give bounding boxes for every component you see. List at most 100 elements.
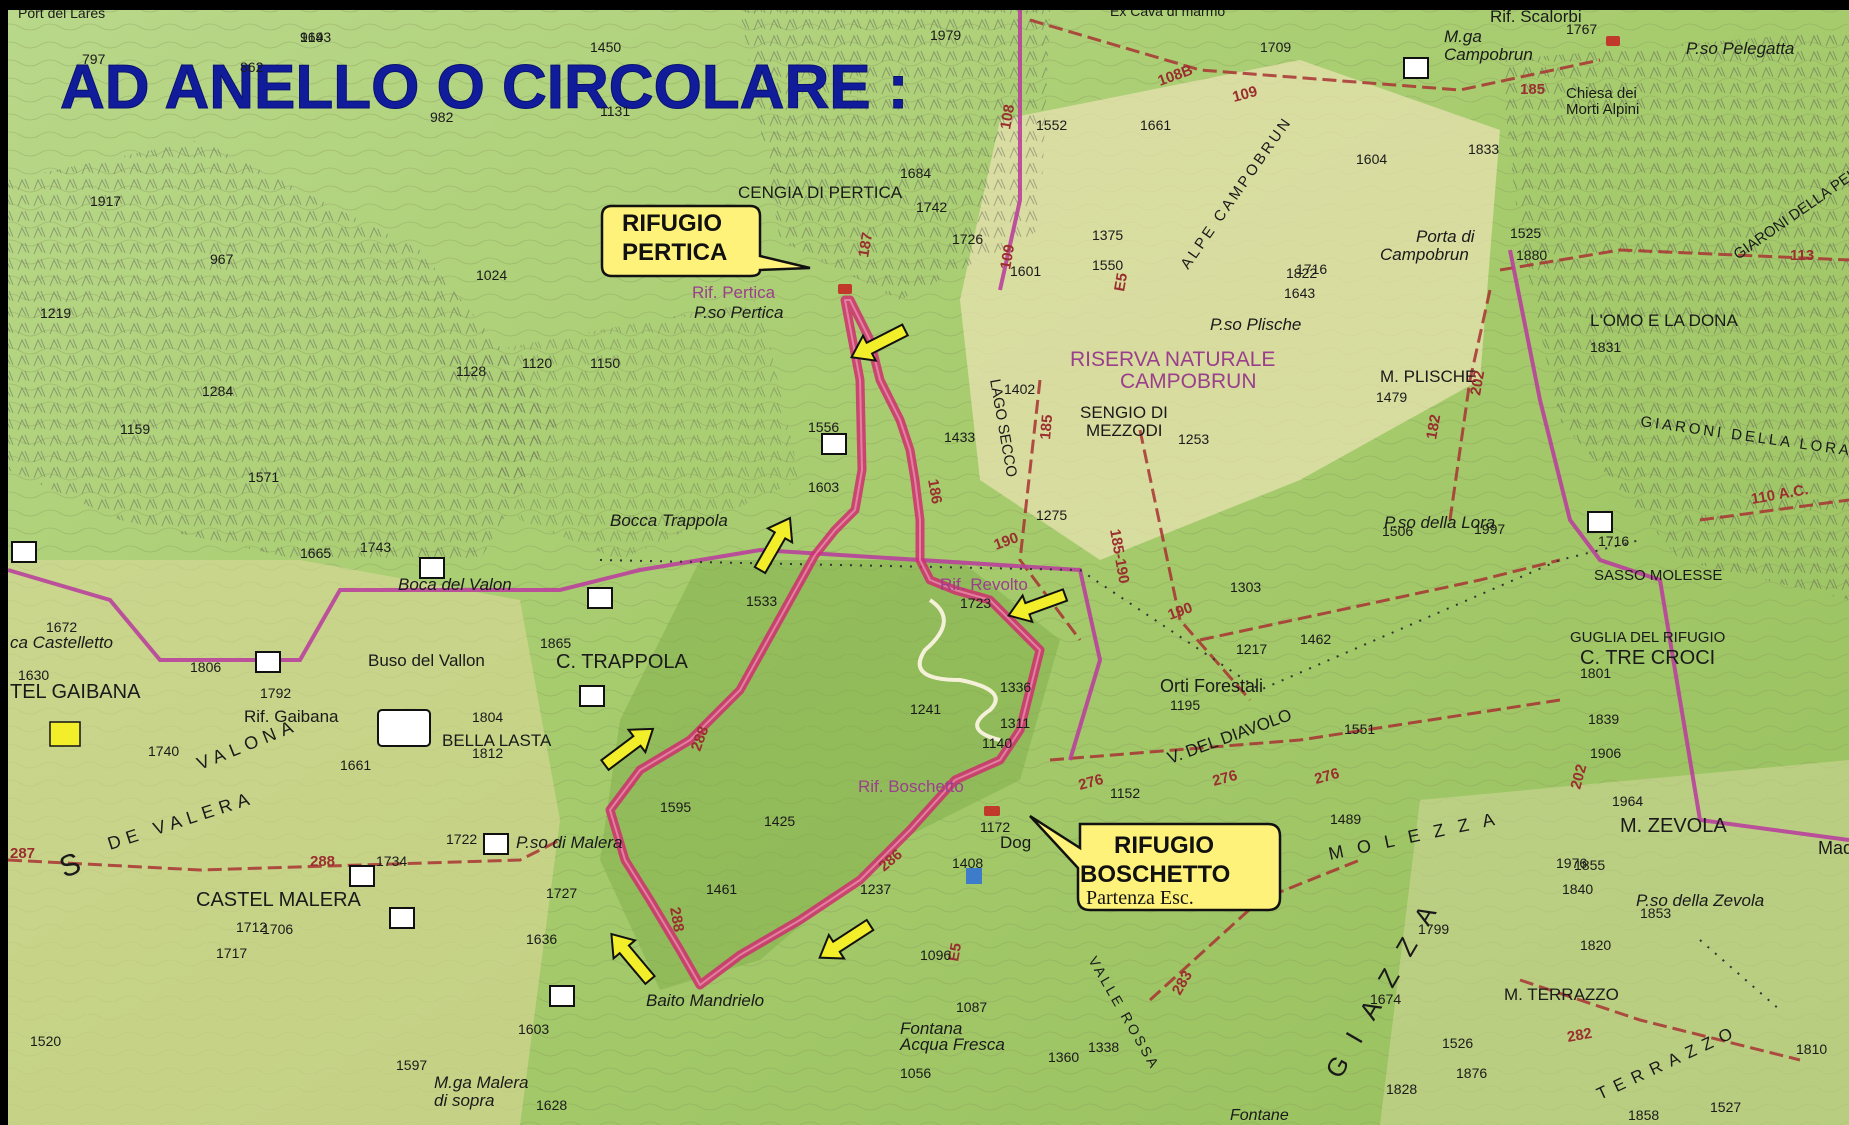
elevation-label: 1601: [1010, 263, 1041, 279]
elevation-label: 1375: [1092, 227, 1123, 243]
label-m-zevola: M. ZEVOLA: [1620, 815, 1727, 837]
elevation-label: 1630: [18, 667, 49, 683]
label-sengio: SENGIO DI: [1080, 403, 1168, 422]
bivouac-icon: [255, 651, 281, 673]
label-m-terrazzo: M. TERRAZZO: [1504, 985, 1619, 1004]
elevation-label: 1506: [1382, 523, 1413, 539]
trail-number: 108: [997, 103, 1018, 131]
elevation-label: 1665: [300, 545, 331, 561]
label-mga-malera: M.ga Malera: [434, 1073, 528, 1092]
elevation-label: 1571: [248, 469, 279, 485]
elevation-label: 1828: [1386, 1081, 1417, 1097]
label-rif-gaibana: Rif. Gaibana: [244, 707, 339, 726]
bivouac-icon: [349, 865, 375, 887]
elevation-label: 1425: [764, 813, 795, 829]
elevation-label: 1520: [30, 1033, 61, 1049]
elevation-label: 1479: [1376, 389, 1407, 405]
forest-area: [600, 560, 1060, 990]
elevation-label: 1820: [1580, 937, 1611, 953]
elevation-label: 1096: [920, 947, 951, 963]
label-di-sopra: di sopra: [434, 1091, 494, 1110]
elevation-label: 1716: [1598, 533, 1629, 549]
rifugio-boschetto-icon: [984, 806, 1000, 816]
trail-number: 202: [1467, 369, 1488, 397]
elevation-label: 1880: [1516, 247, 1547, 263]
rifugio-scalorbi-icon: [1606, 36, 1620, 46]
callout-boschetto-line3: Partenza Esc.: [1086, 887, 1194, 909]
rock-area-center: [440, 300, 800, 560]
elevation-label: 1806: [190, 659, 221, 675]
bivouac-icon: [419, 557, 445, 579]
mine-icon: [377, 709, 431, 747]
trail-number: 182: [1423, 413, 1444, 441]
label-dogana: Dog: [1000, 833, 1031, 852]
bivouac-icon: [11, 541, 37, 563]
elevation-label: 1150: [590, 355, 620, 371]
label-pso-plische: P.so Plische: [1210, 315, 1301, 334]
elevation-label: 1855: [1574, 857, 1605, 873]
label-acqua-fresca: Acqua Fresca: [899, 1035, 1005, 1054]
elevation-label: 1533: [746, 593, 777, 609]
elevation-label: 1551: [1344, 721, 1375, 737]
trail-number: 288: [310, 853, 335, 870]
elevation-label: 1734: [376, 853, 407, 869]
callout-pertica-line1: RIFUGIO: [622, 210, 722, 237]
trail-number: E5: [945, 942, 965, 963]
trail-numbers: 108B 109 185 108 109 185 182 186 187 190…: [10, 61, 1814, 1045]
arrow-1: [849, 323, 910, 362]
label-omo-dona: L'OMO E LA DONA: [1590, 311, 1738, 330]
elevation-label: 1801: [1580, 665, 1611, 681]
elevation-label: 1360: [1048, 1049, 1079, 1065]
elevation-label: 1527: [1710, 1099, 1741, 1115]
elevation-label: 1812: [472, 745, 503, 761]
label-campobrun3: Campobrun: [1444, 45, 1533, 64]
elevation-label: 1603: [808, 479, 839, 495]
trail-number: 276: [1077, 771, 1106, 794]
elevation-label: 1917: [90, 193, 121, 209]
elevation-label: 1906: [1590, 745, 1621, 761]
label-pso-lora: P.so della Lora: [1384, 513, 1495, 532]
elevation-label: 1024: [476, 267, 507, 283]
trail-number: 113: [1790, 247, 1814, 264]
elevation-label: 1822: [1286, 265, 1317, 281]
label-boca-valon: Boca del Valon: [398, 575, 512, 594]
meadow-area-west: [8, 560, 560, 1125]
elevation-label: 1792: [260, 685, 291, 701]
label-c-tre-croci: C. TRE CROCI: [1580, 647, 1715, 669]
elevation-label: 1552: [1036, 117, 1067, 133]
elevation-label: 1717: [216, 945, 247, 961]
arrow-2: [1006, 588, 1069, 624]
frame-top: [0, 0, 1849, 10]
elevation-label: 1253: [1178, 431, 1209, 447]
elevation-label: 1628: [536, 1097, 567, 1113]
elevation-label: 1303: [1230, 579, 1261, 595]
elevation-label: 1338: [1088, 1039, 1119, 1055]
elevation-label: 1799: [1418, 921, 1449, 937]
elevation-label: 1740: [148, 743, 179, 759]
switchback-road: [917, 598, 1001, 742]
trail-number: 186: [924, 478, 945, 506]
elevation-label: 1636: [526, 931, 557, 947]
label-campobrun: CAMPOBRUN: [1120, 370, 1257, 393]
elevation-label: 1402: [1004, 381, 1035, 397]
bivouac-icon: [549, 985, 575, 1007]
elevation-label: 1603: [518, 1021, 549, 1037]
bivouac-icon: [389, 907, 415, 929]
elevation-label: 967: [210, 251, 234, 267]
elevation-label: 1722: [446, 831, 477, 847]
arrow-4: [599, 727, 655, 772]
elevation-label: 919: [300, 29, 324, 45]
elevation-label: 1604: [1356, 151, 1387, 167]
label-m-plische: M. PLISCHE: [1380, 367, 1476, 386]
bivouac-icon: [483, 833, 509, 855]
arrow-5: [610, 932, 657, 986]
label-c-trappola: C. TRAPPOLA: [556, 651, 689, 673]
elevation-label: 1661: [1140, 117, 1171, 133]
elevation-label: 1275: [1036, 507, 1067, 523]
trail-number: 187: [855, 231, 876, 259]
elevation-label: 1159: [120, 421, 150, 437]
elevation-label: 1839: [1588, 711, 1619, 727]
elevation-label: 982: [430, 109, 454, 125]
callout-boschetto-line1: RIFUGIO: [1114, 832, 1214, 859]
